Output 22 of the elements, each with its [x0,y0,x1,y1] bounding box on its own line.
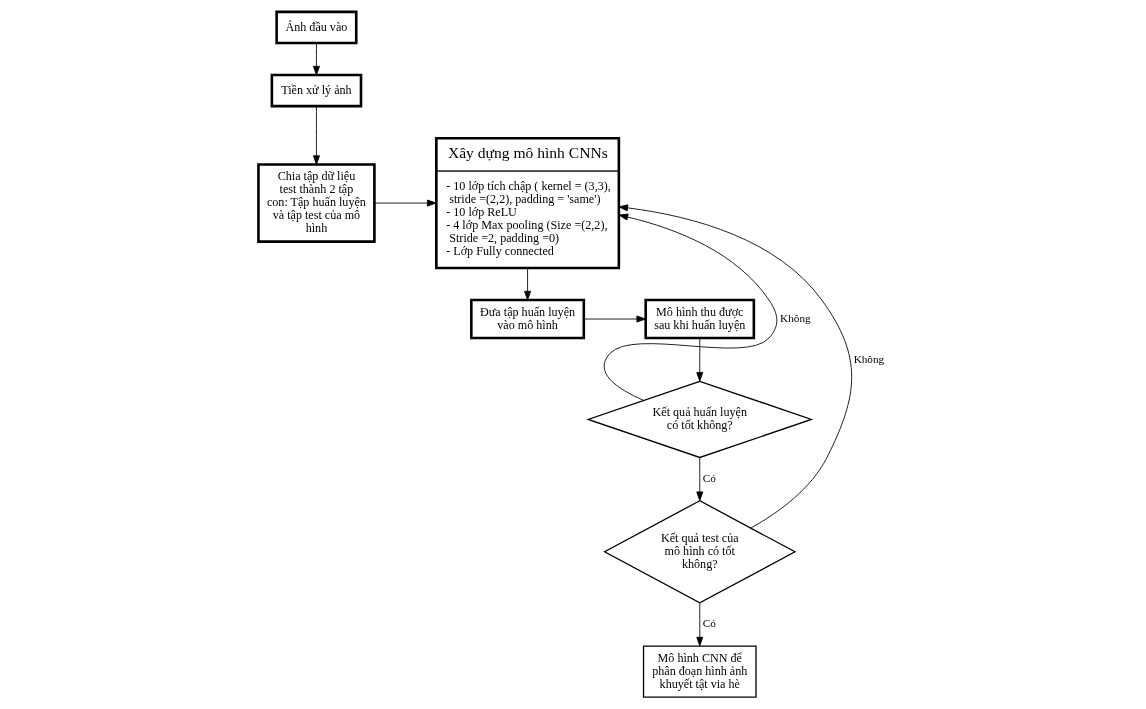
edge-label: Có [702,617,716,630]
node-diamond: Kết quả test của mô hình có tốt không? [603,500,797,604]
node-box: Ảnh đầu vào [275,10,358,45]
arrow [583,315,646,323]
arrow [696,602,704,647]
node-box: Tiền xử lý ảnh [270,73,363,108]
node-box: Đưa tập huấn luyện vào mô hình [470,298,586,340]
node-box: Mô hình thu được sau khi huấn luyện [644,298,756,340]
node-box: Chia tập dữ liệu test thành 2 tập con: Tập huấn luyện và tập test của mô hình [257,163,376,243]
arrow [374,199,437,207]
node-box: Mô hình CNN để phân đoạn hình ảnh khuyết tật via hè [642,645,757,698]
edge-label: Không [780,311,811,324]
arrow [312,105,320,165]
edge-label: Không [853,352,885,365]
edge-label: Có [702,472,716,485]
arrow [696,337,704,382]
arrow [696,457,704,501]
arrow [618,204,853,529]
arrow [603,213,778,401]
arrow [524,267,532,301]
node-diamond: Kết quả huấn luyện có tốt không? [586,380,814,459]
arrow [312,42,320,76]
